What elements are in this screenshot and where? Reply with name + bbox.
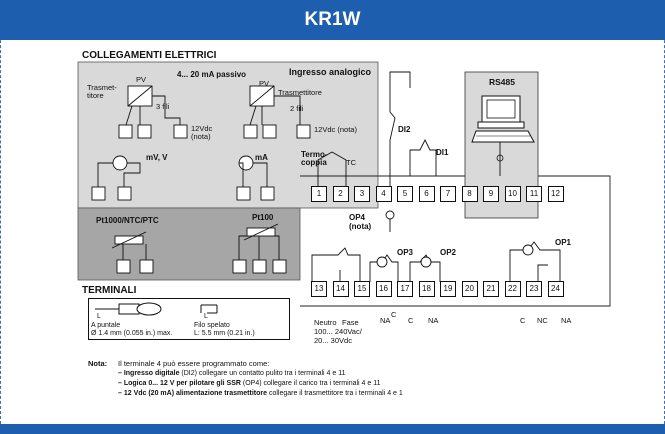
crimp-label: A puntale (91, 322, 121, 329)
wiring-heading: COLLEGAMENTI ELETTRICI (82, 50, 217, 61)
three-wires-label: 3 fili (156, 102, 170, 111)
terminal-12: 12 (547, 186, 564, 202)
supply-label: 100... 240Vac/ 20... 30Vdc (314, 327, 362, 345)
terminal-19: 19 (440, 281, 456, 297)
terminal-2: 2 (332, 186, 349, 202)
tc-label: TC (346, 158, 356, 167)
ma-label: mA (255, 153, 268, 162)
terminal-15: 15 (354, 281, 370, 297)
terminal-1: 1 (311, 186, 327, 202)
L-label-b: L (204, 313, 208, 320)
transmitter-label-b: Trasmettitore (278, 88, 322, 97)
di1-label: DI1 (436, 148, 449, 157)
op2-label: OP2 (440, 248, 457, 257)
neutral-label: Neutro (314, 318, 337, 327)
two-wires-label: 2 fili (290, 104, 304, 113)
phase-label: Fase (342, 318, 359, 327)
terminal-13: 13 (311, 281, 327, 297)
contact-c-op2: C (408, 316, 414, 325)
computer-icon (471, 95, 535, 176)
thermocouple-label: Termo- coppia (301, 150, 328, 167)
page-title: KR1W (0, 0, 665, 40)
note-intro: Il terminale 4 può essere programmato co… (118, 359, 270, 368)
terminal-10: 10 (504, 186, 521, 202)
bare-wire-label: Filo spelato (194, 322, 230, 329)
note-item-bold: – 12 Vdc (20 mA) alimentazione trasmetti… (118, 390, 267, 397)
terminal-21: 21 (483, 281, 499, 297)
op4-label: OP4 (nota) (349, 213, 372, 231)
vdc-note-b: 12Vdc (nota) (314, 125, 357, 134)
rtd-label: Pt1000/NTC/PTC (96, 216, 159, 225)
terminal-20: 20 (461, 281, 478, 297)
note-label: Nota: (88, 359, 108, 368)
terminal-9: 9 (483, 186, 499, 202)
note-item: – Logica 0... 12 V per pilotare gli SSR … (118, 380, 380, 387)
wire-end-icons (95, 302, 218, 316)
current-input-label: 4... 20 mA passivo (177, 70, 247, 79)
pv-label-a: PV (136, 75, 147, 84)
terminal-8: 8 (461, 186, 478, 202)
terminal-22: 22 (504, 281, 521, 297)
terminals-box: L A puntale Ø 1.4 mm (0.055 in.) max. L … (88, 298, 290, 340)
terminal-7: 7 (440, 186, 456, 202)
analog-input-heading: Ingresso analogico (289, 67, 372, 77)
contact-na-op2: NA (428, 316, 439, 325)
vdc-note-a: 12Vdc (nota) (191, 124, 213, 141)
terminal-14: 14 (332, 281, 349, 297)
terminal-11: 11 (526, 186, 542, 202)
L-label: L (97, 313, 101, 320)
pv-label-b: PV (259, 79, 270, 88)
terminal-5: 5 (397, 186, 413, 202)
contact-na-op3: NA (380, 316, 391, 325)
bare-wire-dim: L: 5.5 mm (0.21 in.) (194, 330, 255, 337)
contact-c-op3: C (391, 310, 397, 319)
rs485-label: RS485 (489, 77, 515, 87)
terminal-block-outline (300, 175, 611, 307)
note-item-text: (DI2) collegare un contatto pulito tra i… (179, 370, 346, 377)
pt100-label: Pt100 (252, 213, 274, 222)
mv-label: mV, V (146, 153, 168, 162)
note-item-bold: – Logica 0... 12 V per pilotare gli SSR (118, 380, 241, 387)
terminal-4: 4 (375, 186, 392, 202)
contact-na-op1: NA (561, 316, 572, 325)
terminal-16: 16 (375, 281, 392, 297)
di2-label: DI2 (398, 125, 411, 134)
note-item-text: (OP4) collegare il carico tra i terminal… (240, 380, 381, 387)
contact-c-op1: C (520, 316, 526, 325)
terminal-6: 6 (418, 186, 435, 202)
note-item-text: collegare il trasmettitore tra i termina… (267, 390, 403, 397)
op3-label: OP3 (397, 248, 414, 257)
note-item-bold: – Ingresso digitale (118, 370, 180, 377)
terminals-heading: TERMINALI (82, 285, 137, 296)
terminal-18: 18 (418, 281, 435, 297)
terminal-3: 3 (354, 186, 370, 202)
contact-nc-op1: NC (537, 316, 548, 325)
crimp-dim: Ø 1.4 mm (0.055 in.) max. (91, 330, 173, 337)
transmitter-label-a: Trasmet- titore (87, 83, 117, 100)
terminal-17: 17 (397, 281, 413, 297)
note-item: – Ingresso digitale (DI2) collegare un c… (118, 370, 345, 377)
page-footer (0, 424, 665, 434)
op1-label: OP1 (555, 238, 572, 247)
terminal-24: 24 (547, 281, 564, 297)
note-item: – 12 Vdc (20 mA) alimentazione trasmetti… (118, 390, 403, 397)
terminal-23: 23 (526, 281, 542, 297)
